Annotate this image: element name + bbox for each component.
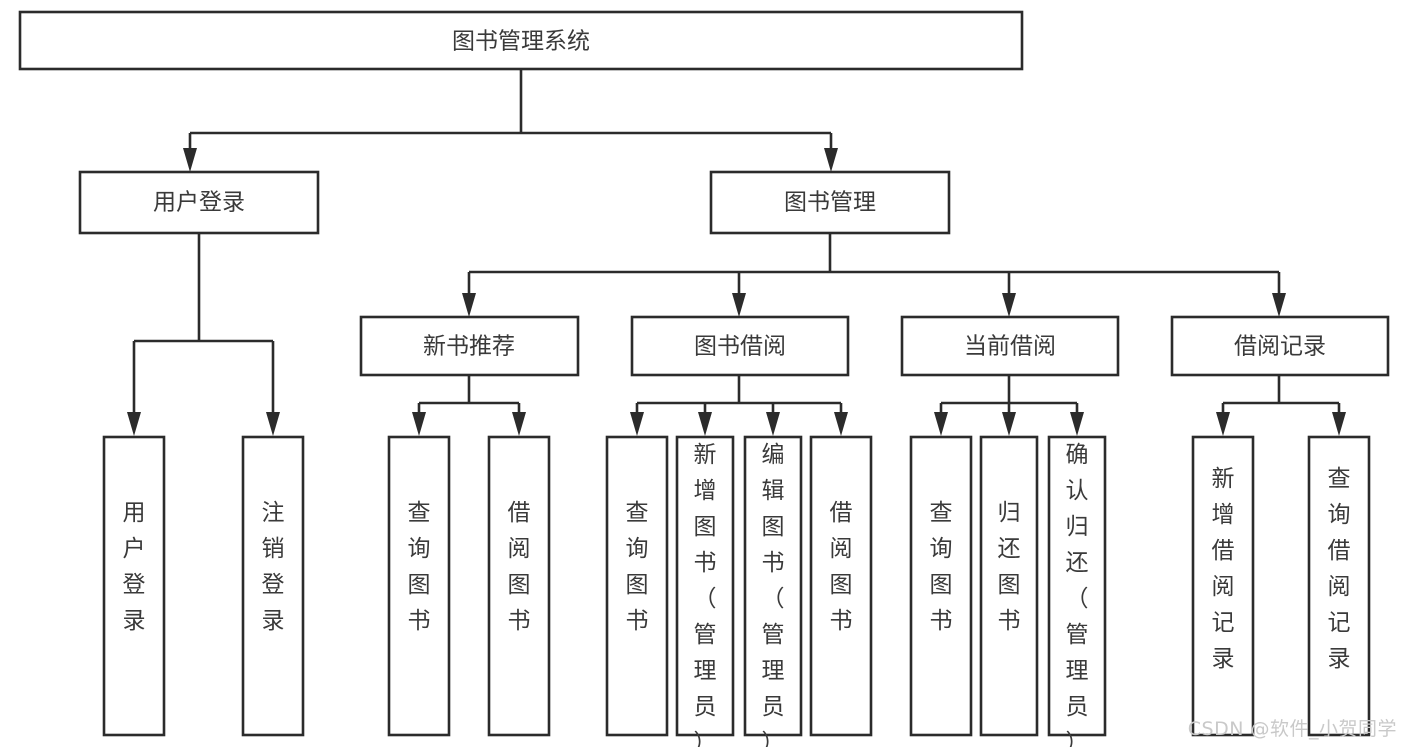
leaf-new-book-1-box[interactable] (387, 435, 451, 737)
arrowhead-leaf-bookborrow-2 (698, 412, 712, 436)
arrowhead-leaf-bookborrow-3 (766, 412, 780, 436)
leaf-borrow-record-2-label: 查询借阅记录 (1328, 466, 1351, 672)
arrowhead-borrowrecord (1272, 293, 1286, 317)
leaf-new-book-1[interactable]: 查询图书 (387, 435, 451, 737)
leaf-current-borrow-2-label: 归还图书 (998, 500, 1021, 634)
leaf-book-borrow-1-box[interactable] (605, 435, 669, 737)
node-current-borrow-label: 当前借阅 (964, 334, 1056, 360)
node-book-management[interactable]: 图书管理 (709, 170, 951, 235)
leaf-book-borrow-1[interactable]: 查询图书 (605, 435, 669, 737)
arrowhead-leaf-bookborrow-1 (630, 412, 644, 436)
leaf-current-borrow-2-box[interactable] (979, 435, 1039, 737)
arrowhead-leaf-user-login-2 (266, 412, 280, 436)
arrowhead-leaf-borrowrecord-1 (1216, 412, 1230, 436)
node-book-management-box[interactable] (709, 170, 951, 235)
leaf-book-borrow-3-label: 编辑图书（管理员） (762, 442, 785, 747)
node-root-system[interactable]: 图书管理系统 (18, 10, 1024, 71)
leaf-current-borrow-3-box[interactable] (1047, 435, 1107, 737)
leaf-book-borrow-2-box[interactable] (675, 435, 735, 737)
leaf-book-borrow-1-label: 查询图书 (626, 500, 649, 634)
leaf-book-borrow-2[interactable]: 新增图书（管理员） (675, 435, 735, 747)
leaf-current-borrow-1-box[interactable] (909, 435, 973, 737)
node-new-book-recommend-label: 新书推荐 (423, 334, 515, 360)
arrowhead-leaf-currentborrow-3 (1070, 412, 1084, 436)
node-root-label: 图书管理系统 (452, 29, 590, 55)
node-borrow-record[interactable]: 借阅记录 (1170, 315, 1390, 377)
leaf-new-book-2-box[interactable] (487, 435, 551, 737)
arrowhead-leaf-bookborrow-4 (834, 412, 848, 436)
leaf-book-borrow-4-label: 借阅图书 (830, 500, 853, 634)
leaf-user-login-1-label: 用户登录 (123, 500, 146, 634)
leaf-borrow-record-1-box[interactable] (1191, 435, 1255, 737)
arrowhead-leaf-newbook-2 (512, 412, 526, 436)
leaf-borrow-record-2-box[interactable] (1307, 435, 1371, 737)
leaf-current-borrow-3[interactable]: 确认归还（管理员） (1047, 435, 1107, 747)
node-book-borrow-box[interactable] (630, 315, 850, 377)
node-root-box[interactable] (18, 10, 1024, 71)
leaf-user-login-2[interactable]: 注销登录 (241, 435, 305, 737)
node-new-book-recommend[interactable]: 新书推荐 (359, 315, 580, 377)
arrowhead-leaf-newbook-1 (412, 412, 426, 436)
leaf-borrow-record-1-label: 新增借阅记录 (1212, 466, 1235, 672)
leaf-current-borrow-1[interactable]: 查询图书 (909, 435, 973, 737)
arrowhead-bookmgmt (824, 148, 838, 172)
connector-layer (127, 70, 1346, 436)
node-user-login-label: 用户登录 (153, 190, 245, 216)
node-user-login-box[interactable] (78, 170, 320, 235)
leaf-user-login-1-box[interactable] (102, 435, 166, 737)
node-borrow-record-box[interactable] (1170, 315, 1390, 377)
leaf-book-borrow-2-label: 新增图书（管理员） (694, 442, 717, 747)
leaf-user-login-2-box[interactable] (241, 435, 305, 737)
leaf-book-borrow-3-box[interactable] (743, 435, 803, 737)
leaf-current-borrow-3-label: 确认归还（管理员） (1066, 442, 1089, 747)
node-current-borrow[interactable]: 当前借阅 (900, 315, 1120, 377)
arrowhead-newbook (462, 293, 476, 317)
leaf-book-borrow-3[interactable]: 编辑图书（管理员） (743, 435, 803, 747)
leaf-current-borrow-1-label: 查询图书 (930, 500, 953, 634)
node-new-book-recommend-box[interactable] (359, 315, 580, 377)
leaf-borrow-record-1[interactable]: 新增借阅记录 (1191, 435, 1255, 737)
leaf-book-borrow-4-box[interactable] (809, 435, 873, 737)
node-book-borrow-label: 图书借阅 (694, 334, 786, 360)
leaf-user-login-2-label: 注销登录 (262, 500, 285, 634)
arrowhead-leaf-user-login-1 (127, 412, 141, 436)
leaf-book-borrow-4[interactable]: 借阅图书 (809, 435, 873, 737)
node-user-login[interactable]: 用户登录 (78, 170, 320, 235)
node-current-borrow-box[interactable] (900, 315, 1120, 377)
arrowhead-currentborrow (1002, 293, 1016, 317)
leaf-new-book-1-label: 查询图书 (408, 500, 431, 634)
leaf-borrow-record-2[interactable]: 查询借阅记录 (1307, 435, 1371, 737)
arrowhead-leaf-borrowrecord-2 (1332, 412, 1346, 436)
arrowhead-bookborrow (732, 293, 746, 317)
arrowhead-userlogin (183, 148, 197, 172)
node-borrow-record-label: 借阅记录 (1234, 334, 1326, 360)
node-book-borrow[interactable]: 图书借阅 (630, 315, 850, 377)
leaf-new-book-2-label: 借阅图书 (508, 500, 531, 634)
arrowhead-leaf-currentborrow-1 (934, 412, 948, 436)
leaf-user-login-1[interactable]: 用户登录 (102, 435, 166, 737)
arrowhead-leaf-currentborrow-2 (1002, 412, 1016, 436)
node-book-management-label: 图书管理 (784, 190, 876, 216)
leaf-current-borrow-2[interactable]: 归还图书 (979, 435, 1039, 737)
csdn-watermark: CSDN @软件_小贺同学 (1187, 718, 1397, 740)
leaf-new-book-2[interactable]: 借阅图书 (487, 435, 551, 737)
